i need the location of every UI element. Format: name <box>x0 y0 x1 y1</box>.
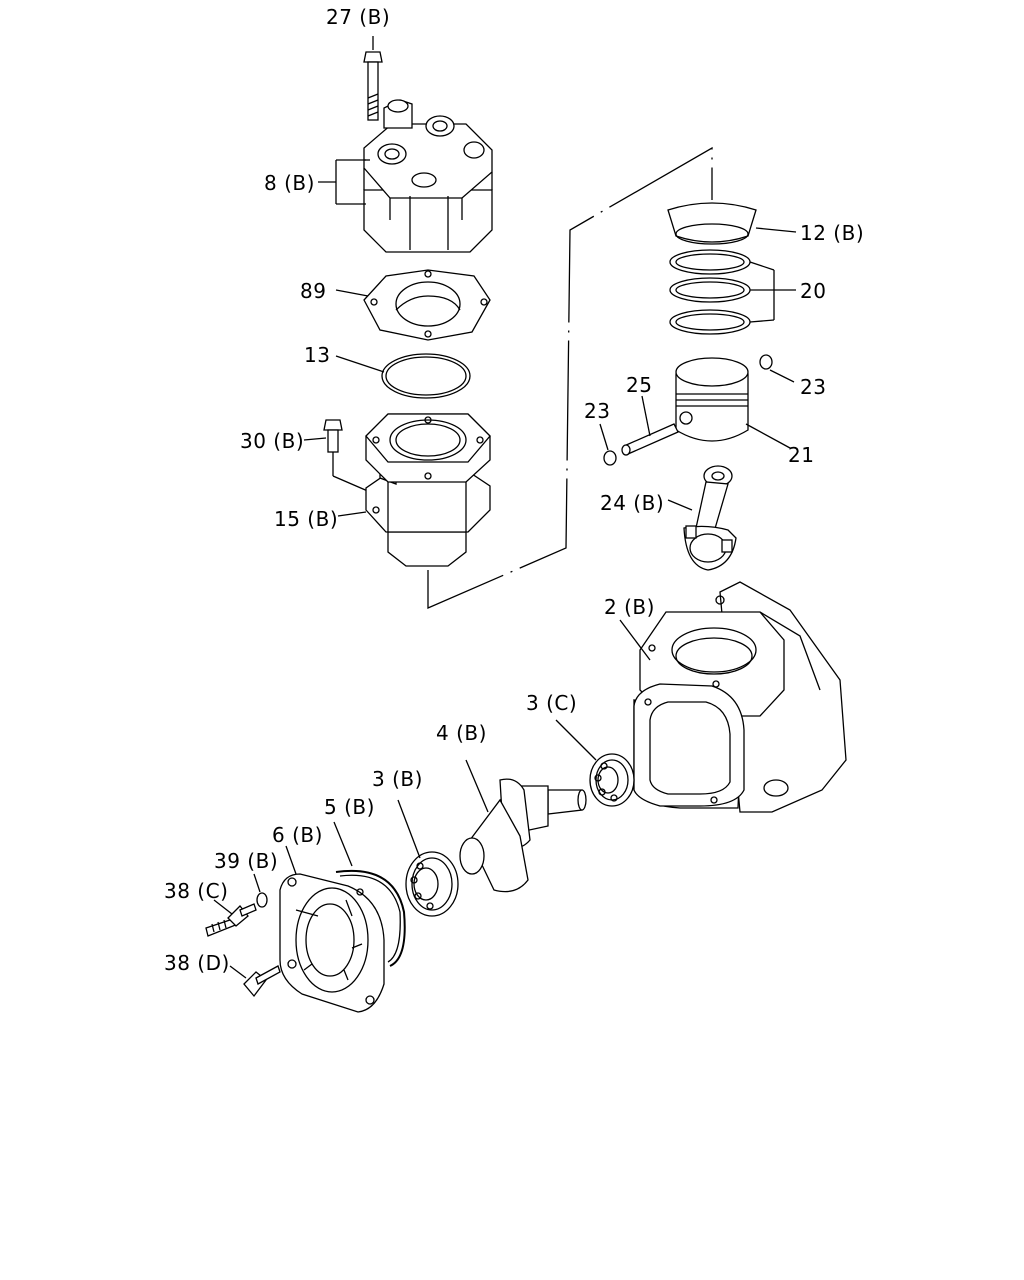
label-4b: 4 (B) <box>436 721 487 745</box>
label-30b: 30 (B) <box>240 429 304 453</box>
label-23-right: 23 <box>800 375 826 399</box>
assembly-centerline <box>427 146 713 609</box>
label-38c: 38 (C) <box>164 879 228 903</box>
label-2b: 2 (B) <box>604 595 655 619</box>
part-38c-stud <box>205 899 257 937</box>
part-4b-crankshaft <box>459 759 587 893</box>
label-15b: 15 (B) <box>274 507 338 531</box>
part-8b-leader <box>318 159 366 205</box>
label-3b: 3 (B) <box>372 767 423 791</box>
part-23-clip-right <box>759 354 795 383</box>
label-39b: 39 (B) <box>214 849 278 873</box>
part-20-rings <box>669 249 796 335</box>
part-21-piston <box>675 357 791 449</box>
label-8b: 8 (B) <box>264 171 315 195</box>
label-13: 13 <box>304 343 330 367</box>
label-23-left: 23 <box>584 399 610 423</box>
part-5b-ring <box>333 821 406 967</box>
part-39b-washer <box>253 873 268 908</box>
part-13-o-ring <box>335 353 471 399</box>
part-3c-bearing <box>555 719 635 807</box>
label-20: 20 <box>800 279 826 303</box>
part-25-pin <box>621 395 679 456</box>
label-24b: 24 (B) <box>600 491 664 515</box>
part-30b-bolt <box>303 419 371 493</box>
part-8b-cylinder-head <box>363 99 493 253</box>
part-24b-conrod <box>667 465 737 571</box>
part-23-clip-left <box>599 423 617 466</box>
part-38d-bolt <box>229 965 281 998</box>
part-2b-crankcase <box>619 581 847 813</box>
label-27b: 27 (B) <box>326 5 390 29</box>
label-25: 25 <box>626 373 652 397</box>
part-89-gasket <box>335 269 491 341</box>
label-89: 89 <box>300 279 326 303</box>
label-6b: 6 (B) <box>272 823 323 847</box>
part-15b-cylinder <box>337 413 491 567</box>
part-27b-bolt <box>363 36 383 121</box>
part-12b-ring <box>667 202 797 245</box>
label-38d: 38 (D) <box>164 951 230 975</box>
label-3c: 3 (C) <box>526 691 577 715</box>
label-12b: 12 (B) <box>800 221 864 245</box>
callout-labels: 27 (B) 8 (B) 12 (B) 20 89 13 23 25 23 21… <box>164 5 864 975</box>
label-5b: 5 (B) <box>324 795 375 819</box>
label-21: 21 <box>788 443 814 467</box>
part-6b-cover <box>279 845 385 1013</box>
part-3b-bearing <box>397 799 459 917</box>
